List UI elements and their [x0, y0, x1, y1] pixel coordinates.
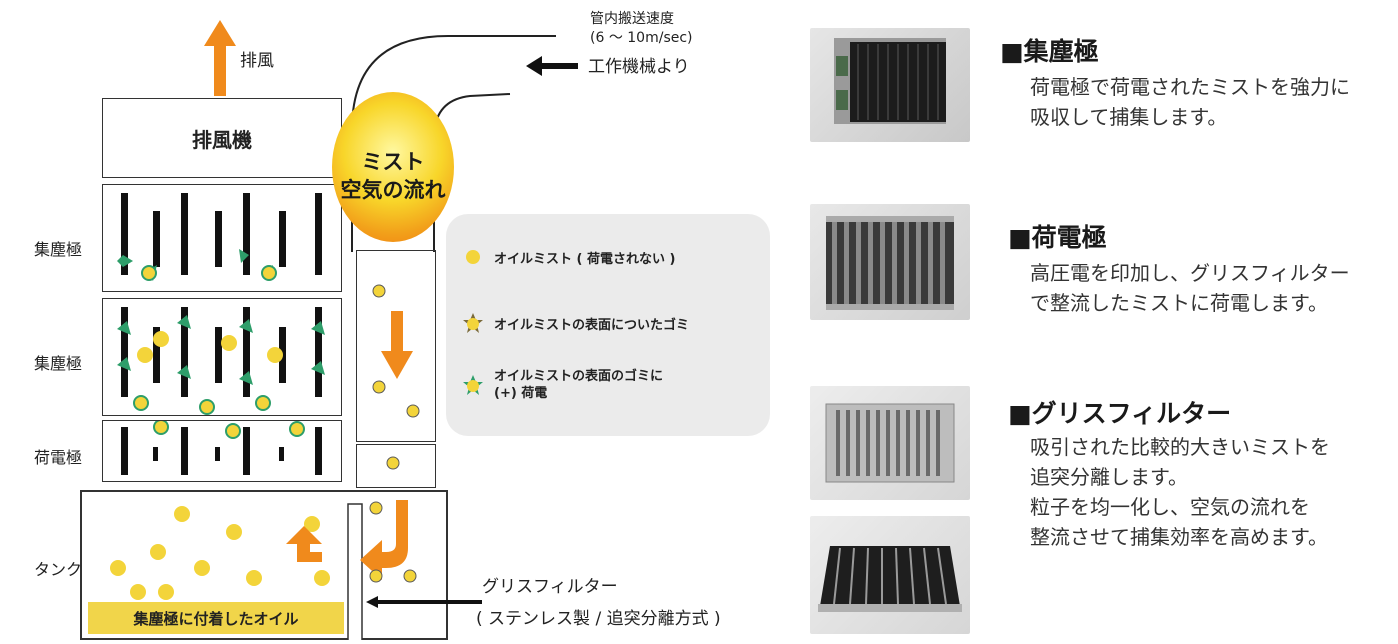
charger-stage — [102, 419, 342, 482]
exhaust-label: 排風 — [240, 51, 274, 71]
collector-plates-lower — [117, 307, 325, 415]
grease-filter-callout: グリスフィルター — [482, 577, 618, 597]
inlet-arrow-icon — [526, 56, 578, 76]
collector-photo-drawing — [834, 38, 946, 124]
inlet-note-line2: (6 ～ 10m/sec) — [590, 30, 693, 46]
collector-electrode-photo — [810, 28, 970, 142]
inlet-note-line1: 管内搬送速度 — [590, 11, 674, 27]
mist-label-line2: 空気の流れ — [340, 178, 446, 202]
tank-contents — [110, 503, 363, 643]
mist-collector-diagram: 排風 排風機 集塵極 集塵極 荷電極 タンク — [34, 10, 770, 643]
exhaust-fan-label: 排風機 — [192, 127, 252, 152]
legend-item-dusty: オイルミストの表面についたゴミ — [462, 312, 689, 334]
inlet-speed-note: 管内搬送速度 (6 ～ 10m/sec) — [590, 10, 693, 48]
inlet-source-label: 工作機械より — [588, 57, 690, 77]
collector-description: 荷電極で荷電されたミストを強力に 吸収して捕集します。 — [1030, 75, 1350, 129]
grease-filter-callout-sub: ( ステンレス製 / 追突分離方式 ) — [476, 609, 721, 629]
collector-label-2: 集塵極 — [34, 354, 83, 373]
grease-filter-title: ■グリスフィルター — [1008, 399, 1232, 428]
collected-oil-bar: 集塵極に付着したオイル — [88, 602, 344, 634]
charger-electrode-photo — [810, 204, 970, 320]
legend-item-charged: オイルミストの表面のゴミに (+) 荷電 — [462, 368, 663, 402]
grease-filter-photo-front — [810, 386, 970, 500]
charger-electrodes — [121, 419, 322, 475]
mist-label-line1: ミスト — [361, 150, 425, 174]
collected-oil-label: 集塵極に付着したオイル — [133, 609, 299, 628]
charger-title: ■荷電極 — [1008, 223, 1107, 252]
grease-filter-angled-drawing — [818, 546, 962, 612]
collector-plates-upper — [117, 193, 322, 281]
mist-airflow-label: ミスト 空気の流れ — [336, 148, 450, 204]
charged-mist-icon — [463, 375, 483, 395]
charger-photo-drawing — [826, 216, 954, 310]
legend-panel: オイルミスト ( 荷電されない ) オイルミストの表面についたゴミ オイルミスト… — [446, 214, 770, 436]
grease-filter-pointer-arrow — [366, 596, 482, 608]
duct-column-contents — [372, 284, 420, 418]
charger-label: 荷電極 — [34, 448, 83, 467]
duct-lower-section — [356, 444, 436, 488]
grease-filter-front-drawing — [825, 403, 955, 483]
exhaust-arrow-icon — [204, 20, 236, 96]
legend-text-plain: オイルミスト ( 荷電されない ) — [494, 251, 676, 267]
plain-mist-dot-icon — [466, 250, 480, 264]
collector-title: ■集塵極 — [1000, 37, 1099, 66]
legend-text-charged: オイルミストの表面のゴミに (+) 荷電 — [494, 369, 664, 401]
charger-description: 高圧電を印加し、グリスフィルター で整流したミストに荷電します。 — [1030, 261, 1350, 315]
collector-stage-lower — [102, 298, 342, 416]
duct-lower-mist — [386, 456, 400, 470]
mist-airflow-bubble — [332, 92, 454, 242]
tank-label: タンク — [34, 560, 83, 579]
grease-filter-photo-angled — [810, 516, 970, 634]
grease-filter-description: 吸引された比較的大きいミストを 追突分離します。 粒子を均一化し、空気の流れを … — [1030, 435, 1330, 549]
collector-stage-upper — [102, 184, 342, 292]
duct-column — [356, 250, 436, 442]
legend-text-dusty: オイルミストの表面についたゴミ — [494, 317, 690, 333]
legend-item-plain: オイルミスト ( 荷電されない ) — [462, 246, 675, 268]
exhaust-fan-box: 排風機 — [102, 98, 342, 178]
down-turn-arrow-icon — [360, 500, 417, 583]
collector-label-1: 集塵極 — [34, 240, 83, 259]
dusty-mist-icon — [463, 313, 483, 333]
